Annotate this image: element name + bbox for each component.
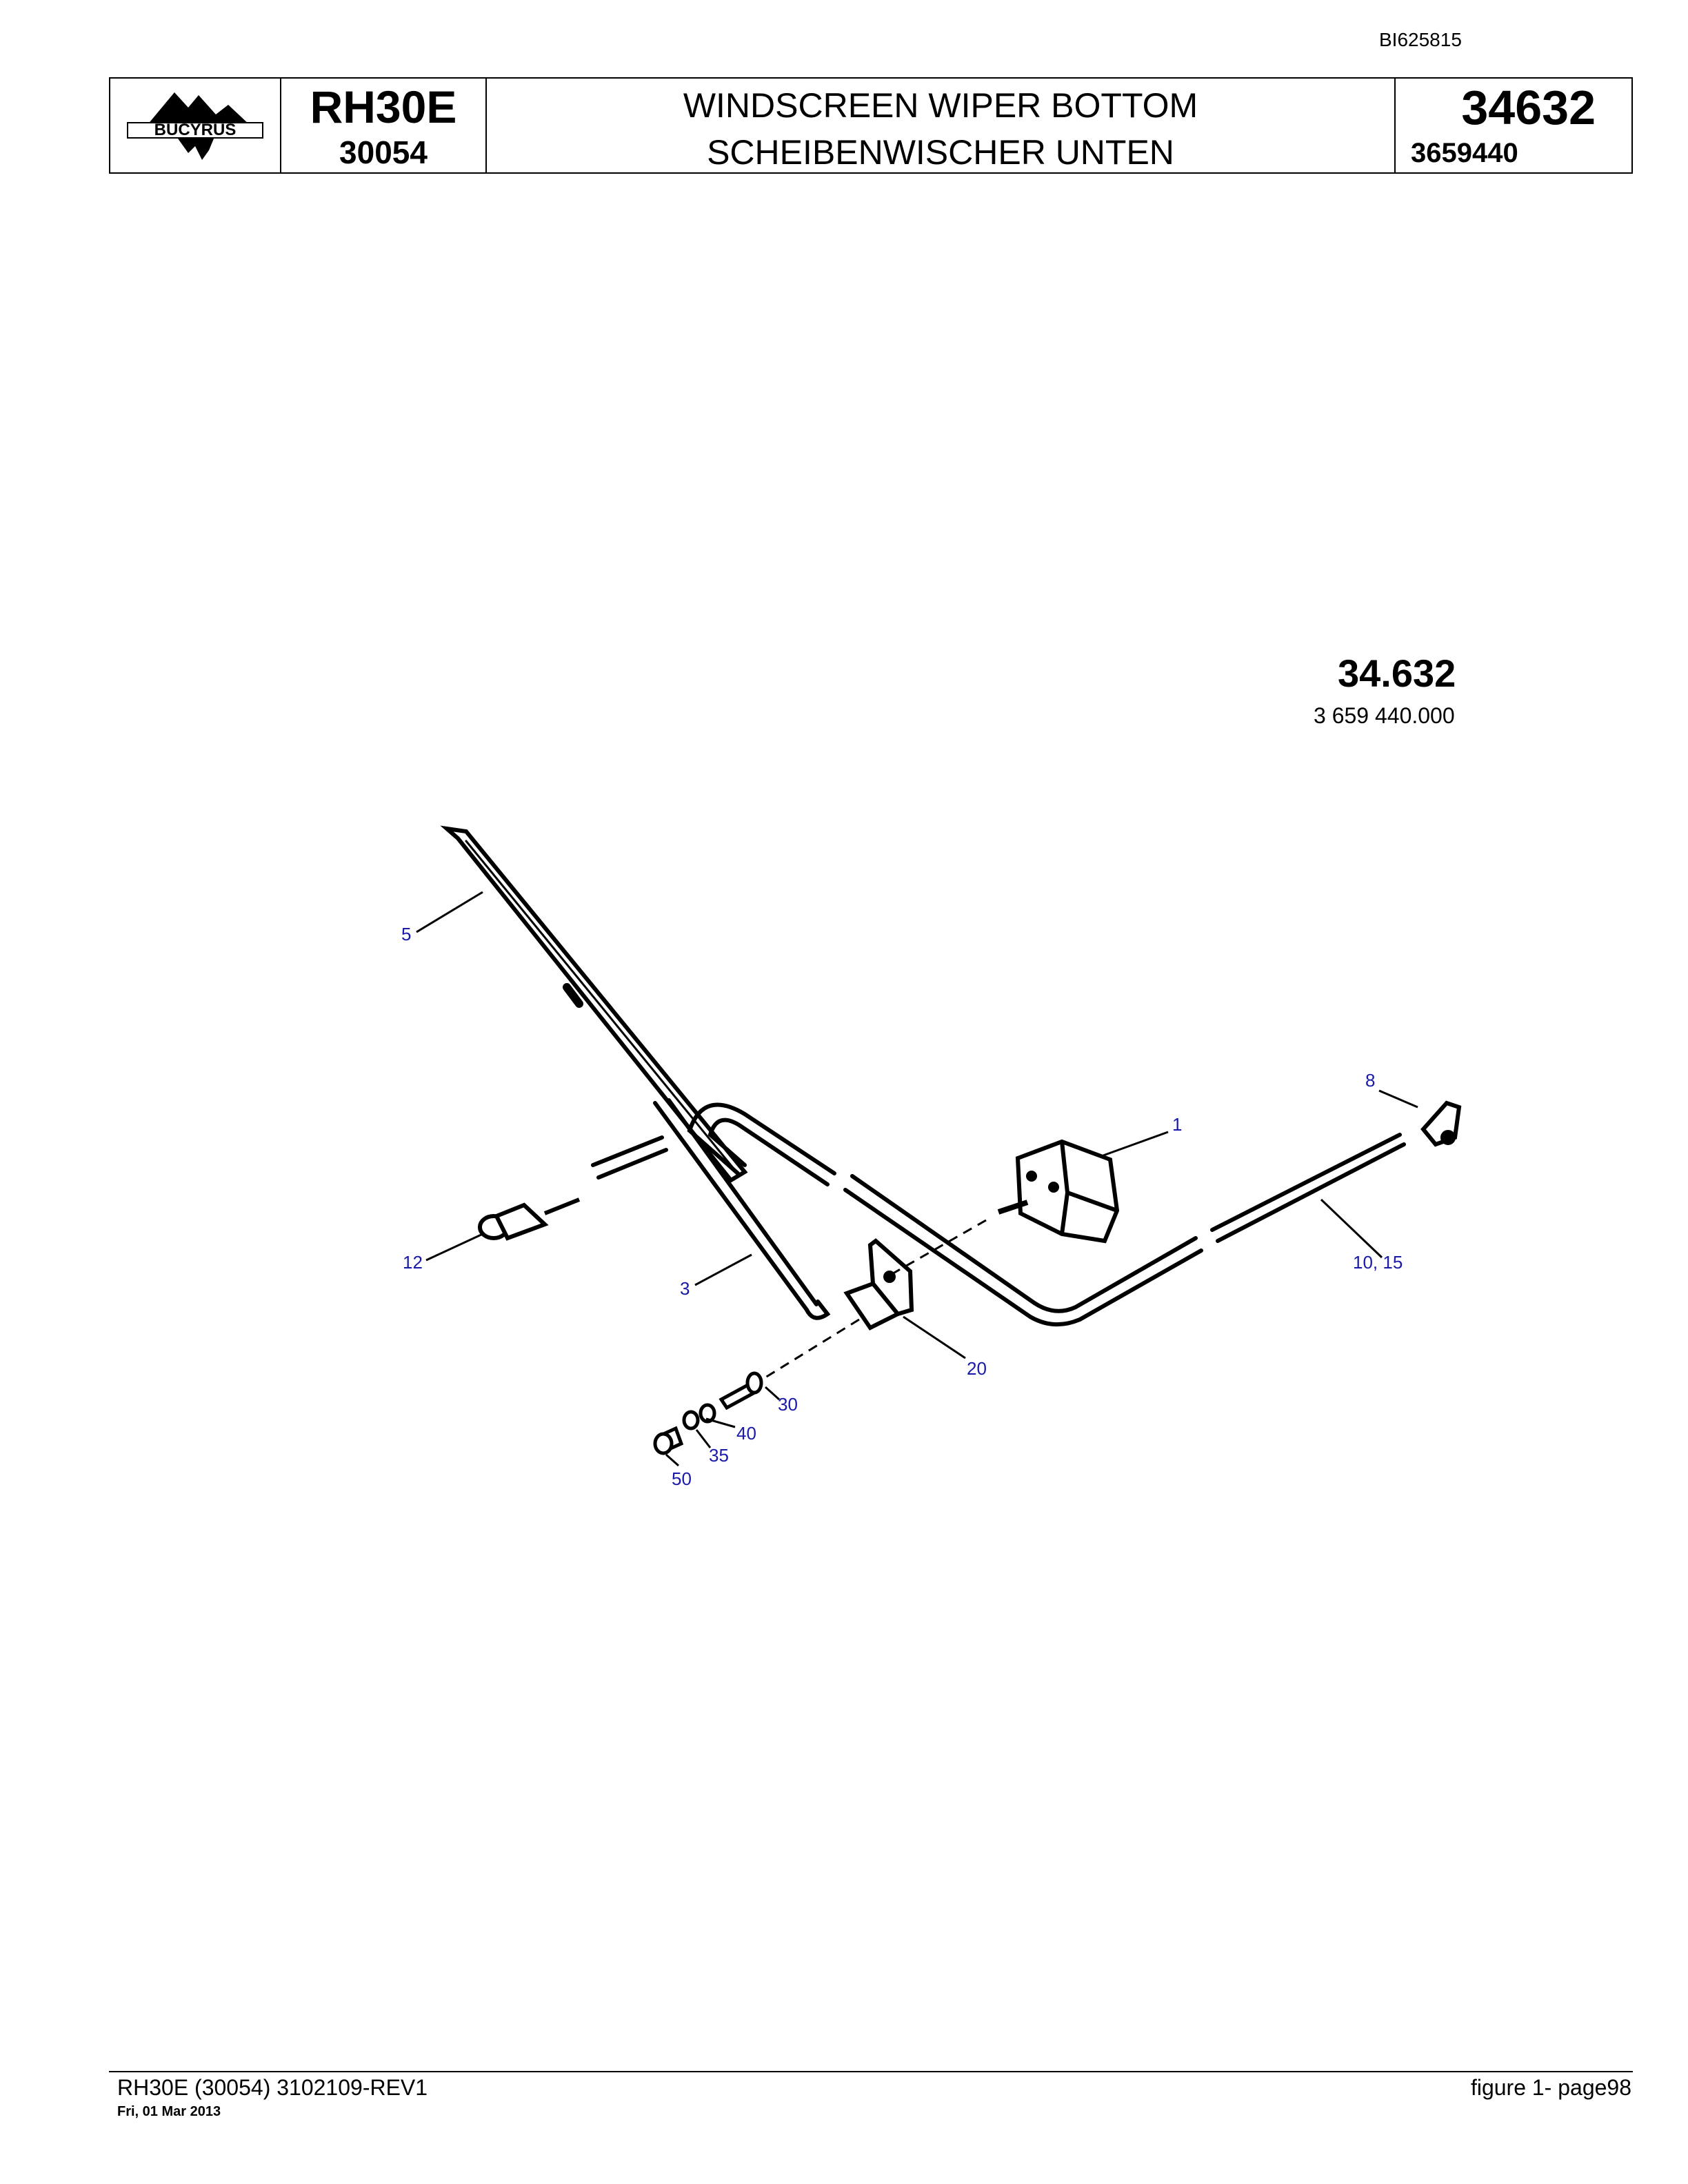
- callout-3: 3: [680, 1278, 690, 1299]
- callout-20: 20: [967, 1358, 987, 1379]
- footer-document-ref: RH30E (30054) 3102109-REV1: [117, 2075, 428, 2100]
- title-cell: WINDSCREEN WIPER BOTTOM SCHEIBENWISCHER …: [487, 79, 1396, 172]
- callout-40: 40: [736, 1423, 756, 1444]
- tube-left: [591, 1102, 836, 1186]
- title-english: WINDSCREEN WIPER BOTTOM: [683, 86, 1198, 125]
- motor-block: [997, 1139, 1120, 1244]
- callout-8: 8: [1365, 1070, 1375, 1091]
- nozzle-part: [478, 1197, 581, 1241]
- tube-main: [843, 1133, 1406, 1327]
- wiper-assembly-diagram: 5 1 8 12 3 10, 15 20 30 40 35 50: [401, 825, 1462, 1489]
- callout-50: 50: [672, 1468, 692, 1489]
- callout-1: 1: [1172, 1114, 1182, 1135]
- figure-code: 3 659 440.000: [1314, 703, 1455, 728]
- mounting-bracket: [843, 1238, 914, 1331]
- bolt-stack: [653, 1371, 763, 1455]
- model-name: RH30E: [310, 81, 457, 132]
- figure-number: 34.632: [1338, 651, 1456, 695]
- footer-date: Fri, 01 Mar 2013: [117, 2104, 221, 2119]
- footer-divider: [109, 2071, 1633, 2072]
- logo-cell: BUCYRUS: [110, 79, 281, 172]
- callout-12: 12: [403, 1252, 423, 1273]
- callout-30: 30: [778, 1394, 798, 1415]
- title-german: SCHEIBENWISCHER UNTEN: [707, 133, 1174, 172]
- bucyrus-logo: BUCYRUS: [127, 92, 263, 160]
- assembly-lines: [765, 1219, 987, 1379]
- group-number: 34632: [1461, 81, 1596, 134]
- svg-text:BUCYRUS: BUCYRUS: [154, 121, 237, 139]
- footer-page-ref: figure 1- page98: [1470, 2075, 1631, 2100]
- leader-lines: [416, 891, 1418, 1467]
- number-cell: 34632 3659440: [1396, 79, 1631, 172]
- title-block: BUCYRUS RH30E 30054 WINDSCREEN WIPER BOT…: [109, 77, 1633, 174]
- callout-5: 5: [401, 924, 411, 944]
- serial-number: 30054: [339, 134, 428, 170]
- model-cell: RH30E 30054: [281, 79, 487, 172]
- document-id: BI625815: [1379, 29, 1462, 50]
- callout-10-15: 10, 15: [1353, 1252, 1403, 1273]
- wiper-blade: [440, 825, 748, 1183]
- callout-35: 35: [709, 1445, 729, 1466]
- part-number: 3659440: [1411, 138, 1518, 168]
- end-fitting: [1420, 1100, 1462, 1147]
